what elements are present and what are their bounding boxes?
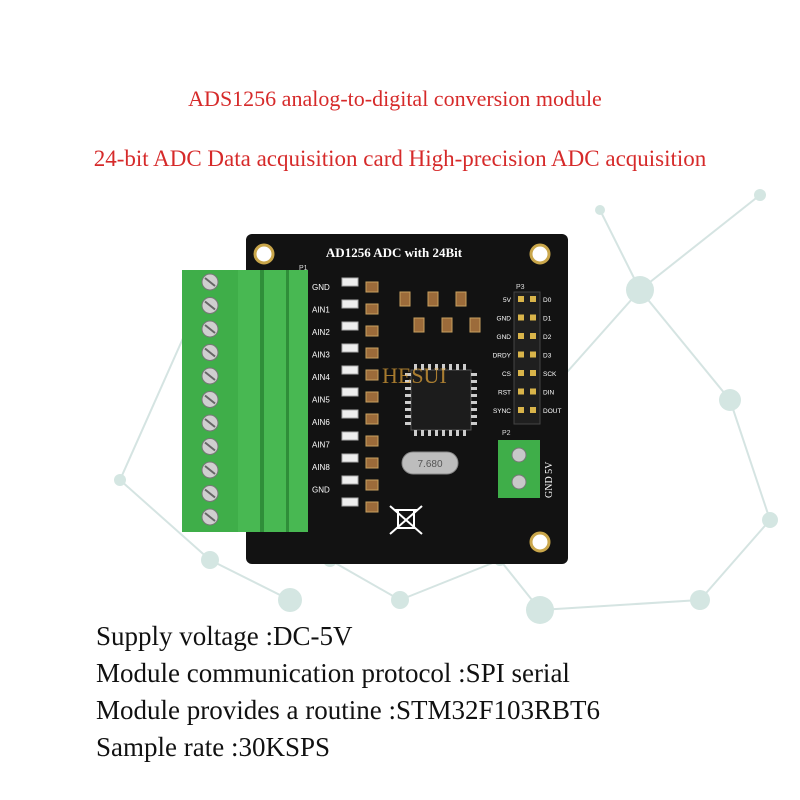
terminal-label: GND: [312, 283, 330, 292]
header-pin-label: SCK: [543, 371, 557, 378]
header-pin-label: GND: [497, 334, 512, 341]
capacitor: [365, 347, 379, 359]
terminal-label: AIN4: [312, 373, 330, 382]
capacitor: [441, 317, 453, 333]
crystal-oscillator: [401, 451, 459, 475]
terminal-block: [182, 270, 308, 532]
header-pin-label: DIN: [543, 390, 555, 397]
capacitor: [455, 291, 467, 307]
capacitor: [365, 303, 379, 315]
resistor: [341, 431, 359, 441]
capacitor: [365, 413, 379, 425]
silkscreen-title: AD1256 ADC with 24Bit: [326, 245, 463, 260]
header-pin-label: SYNC: [493, 408, 511, 415]
resistor: [341, 409, 359, 419]
crystal-label: 7.680: [417, 459, 442, 470]
header-pin-label: D2: [543, 334, 552, 341]
mounting-hole-icon: [253, 243, 275, 265]
header-pin-label: CS: [502, 371, 512, 378]
terminal-label: AIN3: [312, 351, 330, 360]
header-pin-label: GND: [497, 316, 512, 323]
capacitor: [365, 501, 379, 513]
pcb-board: [246, 234, 568, 564]
capacitor: [413, 317, 425, 333]
header-pin-label: DRDY: [493, 353, 512, 360]
resistor: [341, 343, 359, 353]
resistor: [341, 299, 359, 309]
pin-header: [513, 291, 541, 425]
watermark-text: HESUI: [382, 363, 447, 388]
resistor: [341, 277, 359, 287]
terminal-label: AIN2: [312, 328, 330, 337]
capacitor: [365, 457, 379, 469]
p1-label: P1: [299, 265, 308, 272]
header-pin-label: D3: [543, 353, 552, 360]
spec-supply-voltage: Supply voltage :DC-5V: [96, 621, 353, 651]
capacitor: [365, 391, 379, 403]
header-pin-label: 5V: [503, 297, 512, 304]
resistor: [341, 475, 359, 485]
terminal-label: AIN6: [312, 418, 330, 427]
capacitor: [365, 325, 379, 337]
spec-protocol: Module communication protocol :SPI seria…: [96, 658, 570, 688]
resistor: [341, 497, 359, 507]
specifications-list: Supply voltage :DC-5V Module communicati…: [96, 618, 600, 766]
capacitor: [365, 435, 379, 447]
terminal-label: AIN1: [312, 306, 330, 315]
screw-icon: [511, 474, 527, 490]
product-title: ADS1256 analog-to-digital conversion mod…: [188, 86, 602, 111]
header-pin-label: DOUT: [543, 408, 561, 415]
screw-icon: [511, 447, 527, 463]
p3-label: P3: [516, 284, 525, 291]
resistor: [341, 387, 359, 397]
power-label: GND 5V: [544, 461, 555, 498]
capacitor: [427, 291, 439, 307]
capacitor: [469, 317, 481, 333]
terminal-label: AIN7: [312, 441, 330, 450]
terminal-label: AIN8: [312, 463, 330, 472]
mounting-hole-icon: [529, 243, 551, 265]
adc-board-illustration: AD1256 ADC with 24Bit P1 GND AIN1AIN2AIN3…: [182, 234, 568, 564]
capacitor: [365, 281, 379, 293]
p2-label: P2: [502, 430, 511, 437]
capacitor: [399, 291, 411, 307]
capacitor: [365, 369, 379, 381]
adc-chip: [410, 369, 472, 431]
capacitor: [365, 479, 379, 491]
terminal-label: AIN5: [312, 396, 330, 405]
spec-sample-rate: Sample rate :30KSPS: [96, 732, 330, 762]
terminal-label: GND: [312, 486, 330, 495]
product-subtitle: 24-bit ADC Data acquisition card High-pr…: [93, 146, 707, 171]
mounting-hole-icon: [529, 531, 551, 553]
header-pin-label: D0: [543, 297, 552, 304]
spec-routine: Module provides a routine :STM32F103RBT6: [96, 695, 600, 725]
header-pin-label: D1: [543, 316, 552, 323]
resistor: [341, 321, 359, 331]
weee-bin-icon: [389, 505, 423, 535]
resistor: [341, 453, 359, 463]
header-pin-label: RST: [498, 390, 511, 397]
resistor: [341, 365, 359, 375]
